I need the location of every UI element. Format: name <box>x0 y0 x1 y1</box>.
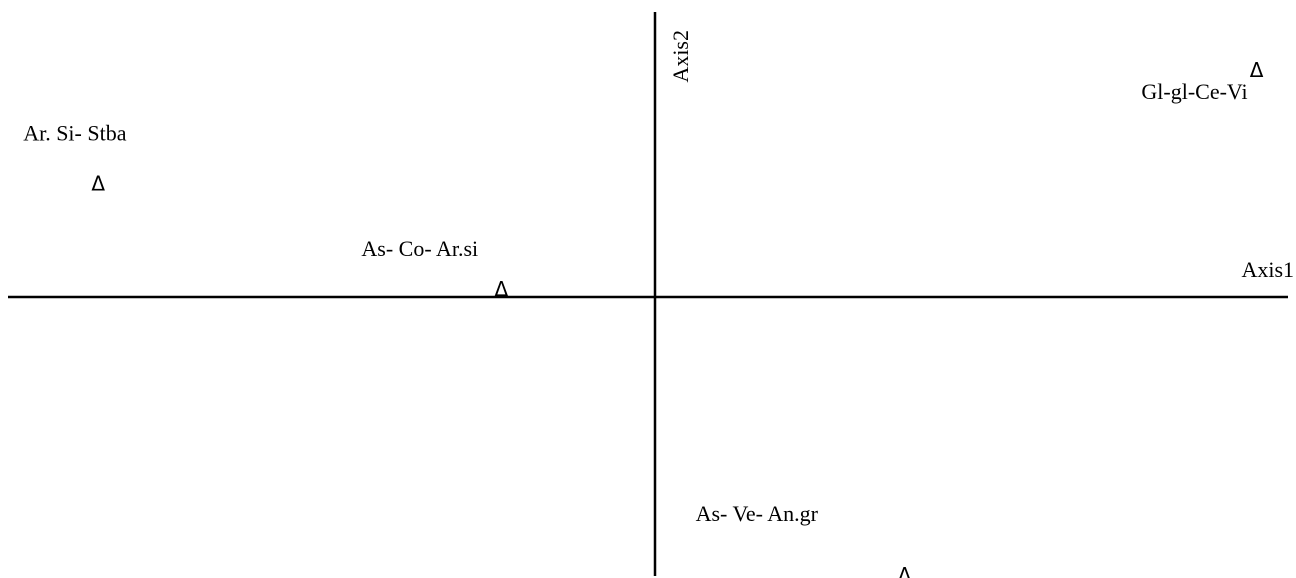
point-marker: Δ <box>495 277 509 301</box>
y-axis-label: Axis2 <box>668 30 693 83</box>
point-label: As- Ve- An.gr <box>696 501 819 526</box>
point-label: Ar. Si- Stba <box>23 121 127 146</box>
point-label: As- Co- Ar.si <box>361 236 478 261</box>
point-marker: Δ <box>1250 58 1264 82</box>
point-marker: Δ <box>91 172 105 196</box>
point-label: Gl-gl-Ce-Vi <box>1141 79 1247 104</box>
x-axis-label: Axis1 <box>1241 257 1294 282</box>
point-marker: Δ <box>898 563 912 578</box>
